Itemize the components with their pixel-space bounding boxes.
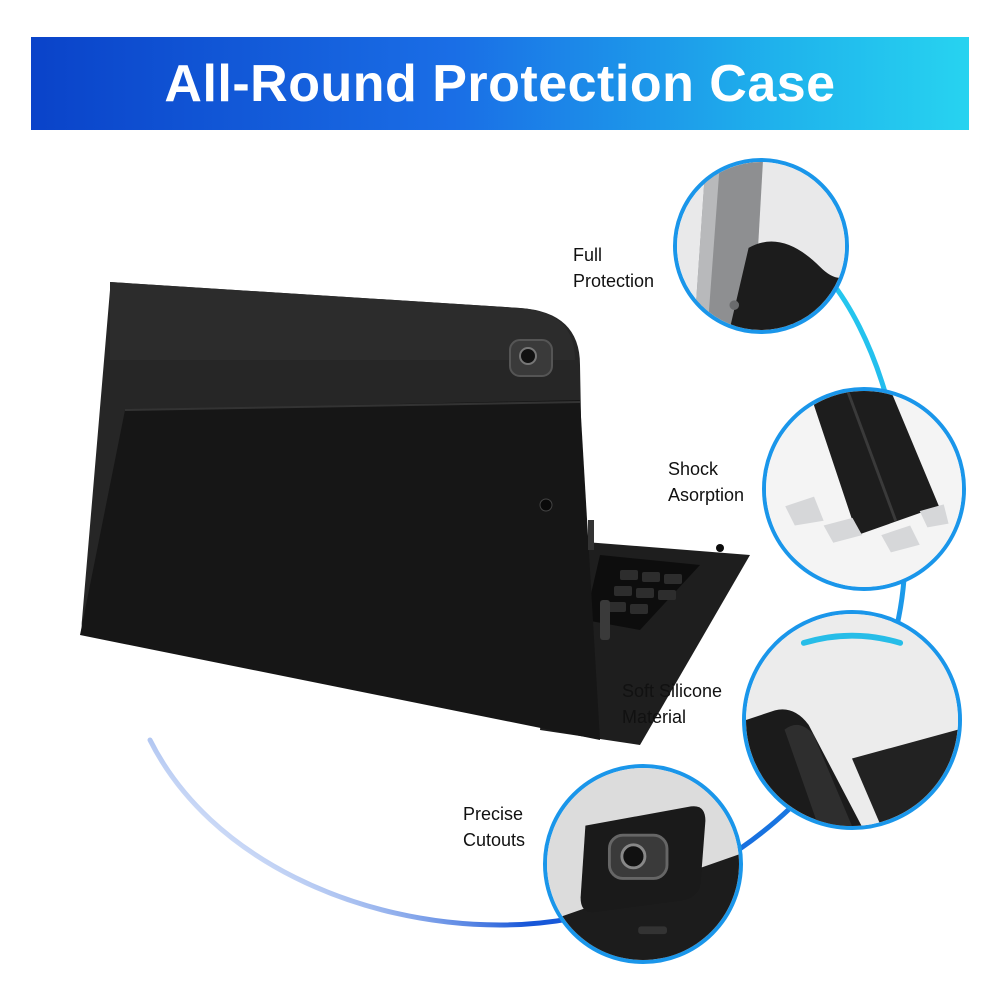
feature-precise-cutouts: Precise Cutouts <box>463 801 525 853</box>
feature-label-line1: Shock <box>668 459 719 479</box>
title-banner: All-Round Protection Case <box>31 37 969 130</box>
full-protection-circle <box>673 158 849 334</box>
feature-shock-absorption: Shock Asorption <box>668 456 744 508</box>
feature-label-line2: Cutouts <box>463 830 526 850</box>
camera-cutout-icon <box>547 768 739 960</box>
feature-soft-silicone: Soft Silicone Material <box>622 678 722 730</box>
feature-label-line1: Soft Silicone <box>622 681 723 701</box>
shock-absorption-icon <box>766 391 962 587</box>
shock-absorption-circle <box>762 387 966 591</box>
tablet-corner-silicone-icon <box>677 162 845 330</box>
feature-label-line1: Precise <box>463 804 524 824</box>
soft-silicone-circle <box>742 610 962 830</box>
soft-silicone-corner-icon <box>746 614 958 826</box>
feature-label-line1: Full <box>573 245 603 265</box>
precise-cutouts-circle <box>543 764 743 964</box>
feature-label-line2: Protection <box>573 271 655 291</box>
banner-title: All-Round Protection Case <box>164 54 836 113</box>
feature-label-line2: Asorption <box>668 485 745 505</box>
tablet-keyboard-case-illustration <box>80 282 750 745</box>
feature-full-protection: Full Protection <box>573 242 654 294</box>
feature-label-line2: Material <box>622 707 687 727</box>
